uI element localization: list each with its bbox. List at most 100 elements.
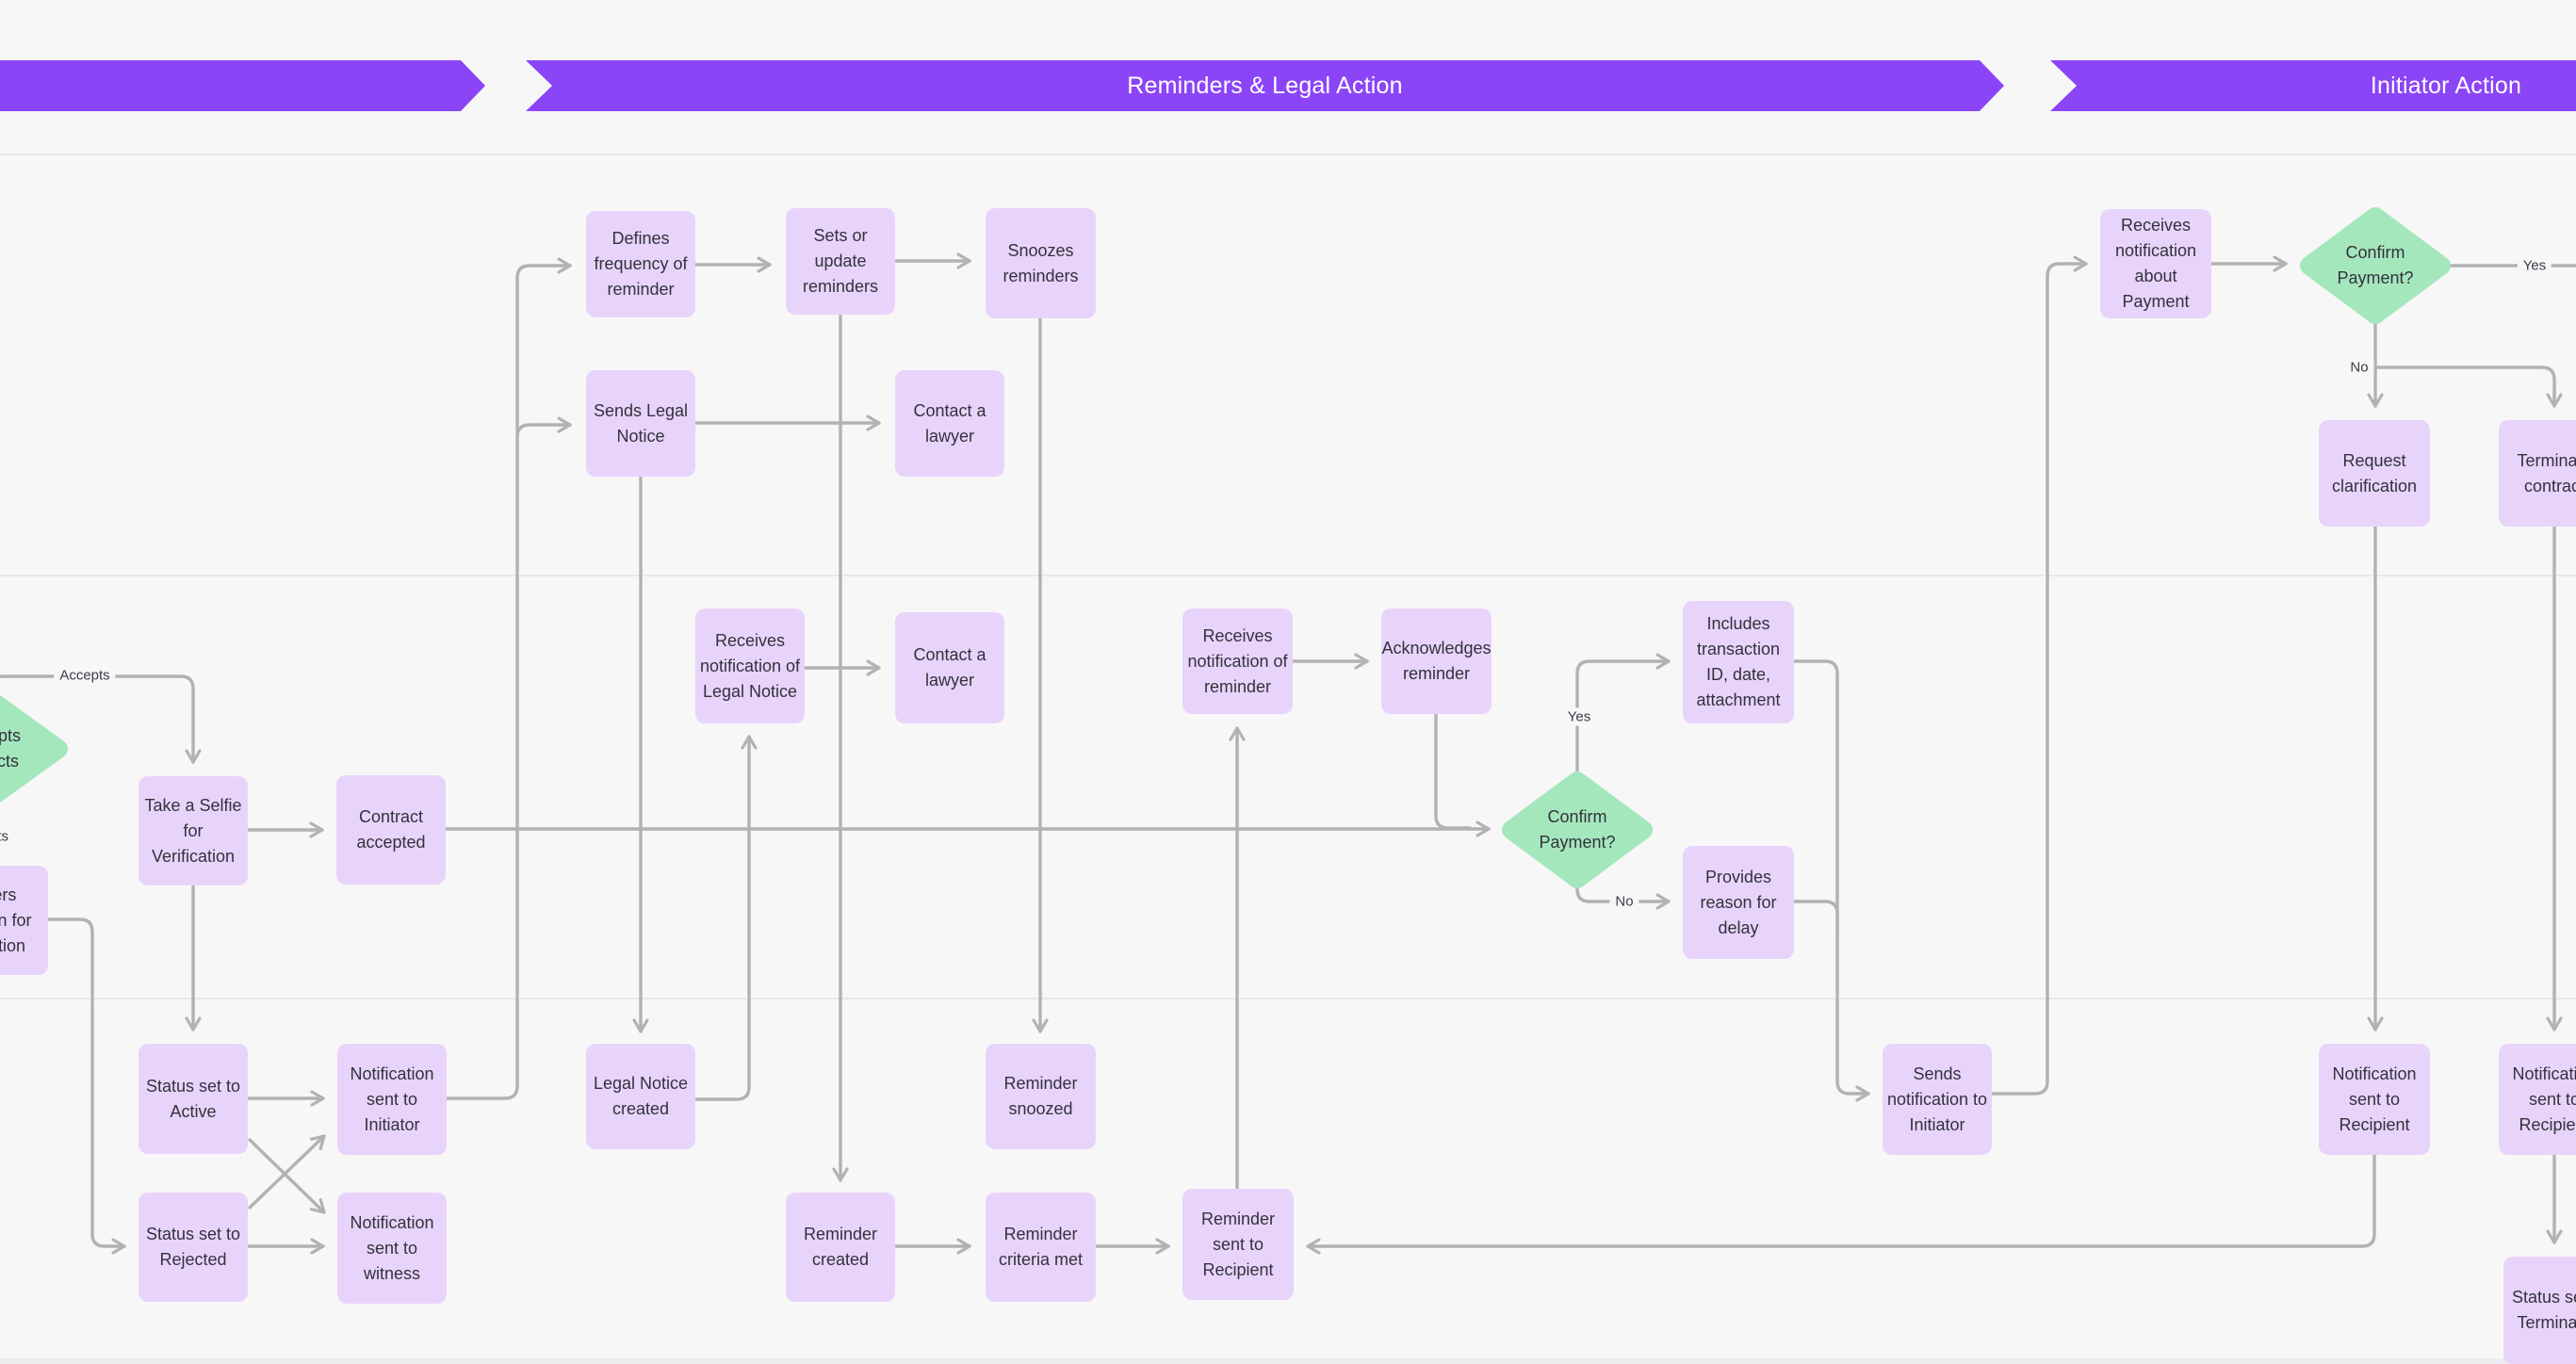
node-label: Contact a lawyer bbox=[913, 400, 986, 446]
phase-banner-3[interactable]: Initiator Action bbox=[2050, 60, 2576, 111]
node-reminder-sent-recipient[interactable]: Reminder sent to Recipient bbox=[1182, 1189, 1294, 1300]
node-notification-sent-recipient-2[interactable]: Notification sent to Recipient bbox=[2499, 1044, 2576, 1155]
node-status-set-terminated[interactable]: Status set to Terminated bbox=[2503, 1257, 2576, 1364]
connector bbox=[1990, 255, 2088, 1096]
node-terminate-contract[interactable]: Terminate contract bbox=[2499, 420, 2576, 527]
node-label: Legal Notice created bbox=[593, 1074, 689, 1118]
node-accepts-rejects[interactable]: Accepts Rejects bbox=[0, 690, 68, 807]
diamond-shape bbox=[0, 694, 68, 804]
node-notification-sent-witness[interactable]: Notification sent to witness bbox=[337, 1193, 447, 1304]
node-reminder-snoozed[interactable]: Reminder snoozed bbox=[986, 1044, 1096, 1149]
connector bbox=[693, 735, 758, 1101]
label-yes-initiator: Yes bbox=[2517, 256, 2552, 275]
connector bbox=[248, 1138, 326, 1214]
node-label: Provides reason for delay bbox=[1700, 867, 1777, 937]
node-confirm-payment-1[interactable]: Confirm Payment? bbox=[2300, 207, 2451, 324]
node-notification-sent-recipient-1[interactable]: Notification sent to Recipient bbox=[2319, 1044, 2430, 1155]
node-snoozes-reminders[interactable]: Snoozes reminders bbox=[986, 208, 1096, 318]
node-label: Take a Selfie for Verification bbox=[144, 795, 242, 866]
lane-divider bbox=[0, 1358, 2576, 1364]
node-defines-frequency[interactable]: Defines frequency of reminder bbox=[586, 211, 695, 317]
node-label: Confirm Payment? bbox=[1539, 807, 1616, 852]
label-no-recipient: No bbox=[1609, 892, 1639, 911]
node-notification-sent-initiator[interactable]: Notification sent to Initiator bbox=[337, 1044, 447, 1155]
node-reminder-criteria-met[interactable]: Reminder criteria met bbox=[986, 1193, 1096, 1302]
node-label: Status set to Terminated bbox=[2511, 1288, 2576, 1332]
node-take-selfie[interactable]: Take a Selfie for Verification bbox=[139, 776, 248, 885]
node-label: Accepts Rejects bbox=[0, 726, 22, 771]
connector bbox=[2373, 365, 2563, 408]
node-label: Reminder sent to Recipient bbox=[1200, 1209, 1276, 1279]
connector bbox=[1306, 1153, 2376, 1255]
node-label: Notification sent to Recipient bbox=[2512, 1064, 2576, 1134]
node-label: Reminder snoozed bbox=[1003, 1074, 1078, 1118]
node-contact-lawyer-1[interactable]: Contact a lawyer bbox=[895, 370, 1004, 477]
connector bbox=[248, 1134, 326, 1210]
phase-banner-label: Initiator Action bbox=[2370, 72, 2522, 99]
phase-banner-2[interactable]: Reminders & Legal Action bbox=[526, 60, 2004, 111]
connector bbox=[46, 917, 126, 1255]
node-receives-notification-payment[interactable]: Receives notification about Payment bbox=[2100, 209, 2211, 318]
node-label: Acknowledges reminder bbox=[1381, 639, 1492, 683]
node-receives-notification-legal-notice[interactable]: Receives notification of Legal Notice bbox=[695, 609, 805, 723]
node-acknowledges-reminder[interactable]: Acknowledges reminder bbox=[1381, 609, 1492, 714]
diamond-shape bbox=[2300, 207, 2451, 324]
label-yes-recipient: Yes bbox=[1561, 707, 1597, 726]
node-label: Notification sent to Initiator bbox=[350, 1064, 434, 1134]
node-confirm-payment-2[interactable]: Confirm Payment? bbox=[1502, 771, 1653, 888]
node-offers-reason-rejection[interactable]: Offers reason for rejection bbox=[0, 866, 48, 975]
label-rejects: Rejects bbox=[0, 827, 15, 846]
node-contract-accepted[interactable]: Contract accepted bbox=[336, 775, 446, 885]
node-label: Terminate contract bbox=[2517, 450, 2576, 495]
node-sets-update-reminders[interactable]: Sets or update reminders bbox=[786, 208, 895, 315]
connector bbox=[1792, 900, 1839, 939]
node-label: Request clarification bbox=[2331, 450, 2418, 495]
node-label: Notification sent to Recipient bbox=[2332, 1064, 2417, 1134]
node-label: Sends notification to Initiator bbox=[1886, 1064, 1988, 1134]
node-label: Contact a lawyer bbox=[913, 645, 986, 690]
node-label: Status set to Rejected bbox=[145, 1225, 241, 1269]
node-label: Status set to Active bbox=[145, 1076, 241, 1121]
node-status-set-rejected[interactable]: Status set to Rejected bbox=[139, 1193, 248, 1302]
node-label: Offers reason for rejection bbox=[0, 885, 32, 955]
connector bbox=[515, 416, 572, 439]
node-reminder-created[interactable]: Reminder created bbox=[786, 1193, 895, 1302]
diamond-shape bbox=[1502, 771, 1653, 888]
node-provides-reason-delay[interactable]: Provides reason for delay bbox=[1683, 846, 1794, 959]
node-sends-notification-initiator[interactable]: Sends notification to Initiator bbox=[1883, 1044, 1992, 1155]
node-label: Defines frequency of reminder bbox=[594, 229, 688, 299]
label-accepts: Accepts bbox=[54, 666, 116, 685]
node-label: Reminder criteria met bbox=[998, 1225, 1083, 1269]
node-receives-notification-reminder[interactable]: Receives notification of reminder bbox=[1182, 609, 1293, 714]
lane-divider bbox=[0, 575, 2576, 576]
phase-banner-label: Reminders & Legal Action bbox=[1127, 72, 1403, 99]
connector bbox=[445, 257, 572, 1100]
node-request-clarification[interactable]: Request clarification bbox=[2319, 420, 2430, 527]
node-label: Sends Legal Notice bbox=[593, 400, 689, 446]
node-label: Includes transaction ID, date, attachmen… bbox=[1696, 614, 1781, 709]
node-includes-transaction[interactable]: Includes transaction ID, date, attachmen… bbox=[1683, 601, 1794, 723]
lane-divider bbox=[0, 154, 2576, 155]
connector bbox=[0, 674, 202, 764]
node-label: Snoozes reminders bbox=[1003, 240, 1079, 285]
node-label: Sets or update reminders bbox=[802, 226, 879, 296]
node-contact-lawyer-2[interactable]: Contact a lawyer bbox=[895, 612, 1004, 723]
node-label: Reminder created bbox=[803, 1225, 878, 1269]
node-label: Notification sent to witness bbox=[350, 1212, 434, 1283]
node-label: Receives notification of reminder bbox=[1187, 625, 1288, 696]
node-label: Confirm Payment? bbox=[2337, 243, 2414, 287]
node-sends-legal-notice[interactable]: Sends Legal Notice bbox=[586, 370, 695, 477]
connector bbox=[1792, 659, 1870, 1102]
node-label: Receives notification of Legal Notice bbox=[699, 630, 801, 701]
node-label: Contract accepted bbox=[356, 807, 426, 852]
phase-banner-1[interactable] bbox=[0, 60, 485, 111]
node-legal-notice-created[interactable]: Legal Notice created bbox=[586, 1044, 695, 1149]
label-no-initiator: No bbox=[2344, 358, 2374, 377]
node-status-set-active[interactable]: Status set to Active bbox=[139, 1044, 248, 1154]
lane-divider bbox=[0, 998, 2576, 999]
connector bbox=[1575, 887, 1671, 910]
node-label: Receives notification about Payment bbox=[2114, 216, 2197, 311]
connector bbox=[1575, 653, 1671, 772]
